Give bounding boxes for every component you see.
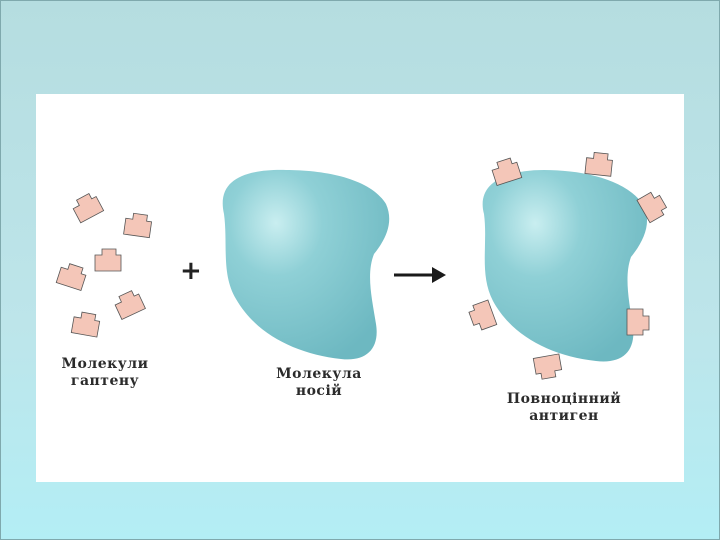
bound-hapten [584, 151, 614, 177]
diagram-panel: + Молекули гаптену Молекула носій Повноц… [36, 94, 684, 482]
plus-sign: + [180, 256, 202, 286]
antigen-label-line2: антиген [529, 408, 599, 424]
antigen-molecule [482, 170, 648, 362]
right-arrow-icon [394, 267, 446, 283]
free-haptens [55, 190, 153, 338]
hapten-molecules-label: Молекули гаптену [50, 356, 160, 390]
hapten-carrier-diagram: + [55, 151, 670, 381]
carrier-molecule [222, 169, 390, 360]
hapten-molecule [112, 288, 146, 320]
bound-hapten [626, 308, 650, 336]
carrier-label-line2: носій [295, 383, 343, 399]
hapten-molecule [94, 248, 122, 272]
bound-hapten [532, 353, 564, 381]
hapten-label-line2: гаптену [70, 373, 140, 389]
carrier-label-line1: Молекула [276, 366, 362, 382]
hapten-molecule [123, 211, 153, 239]
antigen-label-line1: Повноцінний [506, 391, 622, 407]
carrier-molecule-label: Молекула носій [254, 366, 384, 400]
hapten-label-line1: Молекули [61, 356, 149, 372]
hapten-molecule [55, 261, 89, 291]
complete-antigen-label: Повноцінний антиген [494, 391, 634, 425]
hapten-molecule [69, 190, 105, 224]
hapten-molecule [70, 310, 102, 338]
bound-hapten [466, 299, 498, 333]
